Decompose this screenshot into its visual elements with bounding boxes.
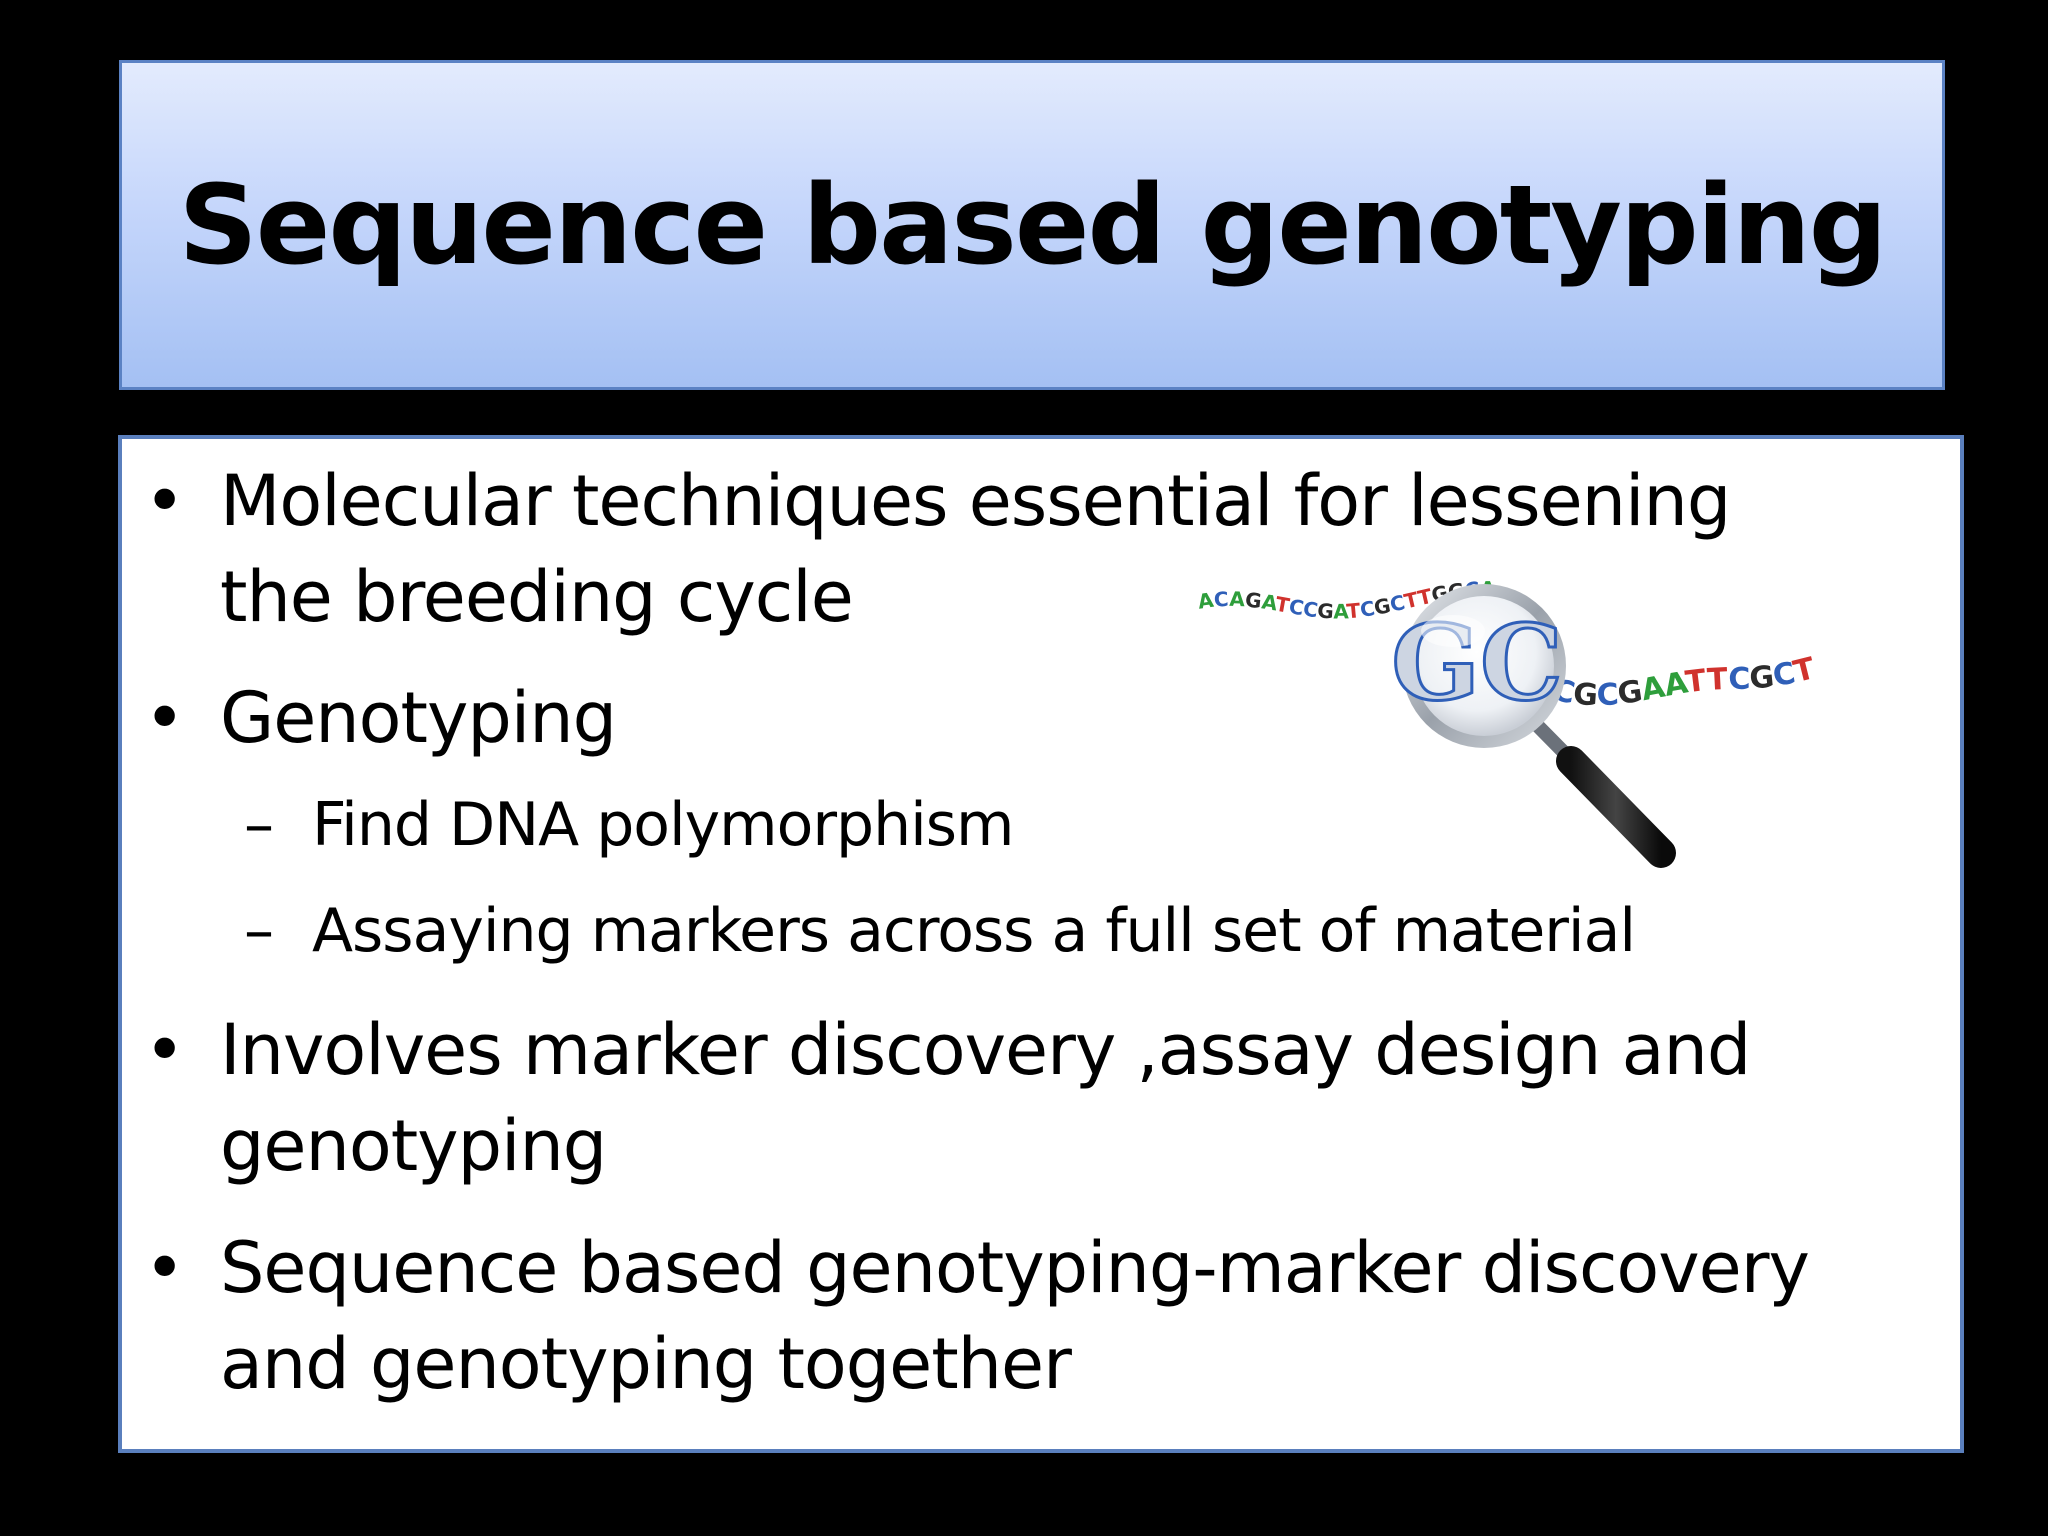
magnifier-lens: GC xyxy=(1390,584,1566,748)
title-banner: Sequence based genotyping xyxy=(119,60,1945,390)
dna-base: A xyxy=(1229,587,1246,612)
bullet-text-line: Involves marker discovery ,assay design … xyxy=(220,1009,1751,1091)
dna-illustration-svg: ACAGATCCGATCGCTTGGCA CGCGAATTCGCT GC xyxy=(1196,577,1819,868)
sub-bullet-text: Find DNA polymorphism xyxy=(312,790,1014,860)
dna-base: T xyxy=(1683,663,1708,700)
dna-base: G xyxy=(1372,593,1393,620)
dna-base: T xyxy=(1416,584,1435,611)
bullet-text-line: Sequence based genotyping-marker discove… xyxy=(220,1227,1810,1309)
bullet-item: • Sequence based genotyping-marker disco… xyxy=(122,1220,1810,1412)
sub-bullet-text: Assaying markers across a full set of ma… xyxy=(312,896,1636,966)
dna-base: G xyxy=(1317,598,1335,623)
dna-sequence-right: CGCGAATTCGCT xyxy=(1549,651,1819,713)
dna-base: G xyxy=(1244,587,1263,613)
dna-base: G xyxy=(1615,674,1645,712)
dna-base: C xyxy=(1213,587,1229,612)
bullet-marker: • xyxy=(144,1227,185,1309)
dna-base: C xyxy=(1287,594,1306,620)
bullet-item: • Involves marker discovery ,assay desig… xyxy=(122,1002,1751,1194)
dash-marker: – xyxy=(244,896,274,966)
sub-bullet-item: – Find DNA polymorphism xyxy=(122,785,1014,865)
dna-base: G xyxy=(1572,677,1599,714)
dna-base: A xyxy=(1333,599,1349,623)
bullet-marker: • xyxy=(144,677,185,759)
dna-base: A xyxy=(1260,589,1280,615)
dna-base: C xyxy=(1302,597,1320,623)
dash-marker: – xyxy=(244,790,274,860)
dna-base: A xyxy=(1196,588,1215,614)
bullet-text-line: and genotyping together xyxy=(220,1323,1072,1405)
lens-letters: GC xyxy=(1391,601,1563,724)
dna-base: C xyxy=(1596,677,1620,713)
dna-sequence-right-text: CGCGAATTCGCT xyxy=(1549,651,1819,713)
bullet-text-line: Genotyping xyxy=(220,677,617,759)
bullet-item: • Genotyping xyxy=(122,670,617,766)
dna-base: T xyxy=(1402,587,1421,614)
dna-base: T xyxy=(1346,598,1362,623)
bullet-text-line: Molecular techniques essential for lesse… xyxy=(220,460,1731,542)
dna-base: C xyxy=(1388,590,1407,617)
content-box: • Molecular techniques essential for les… xyxy=(118,435,1964,1453)
bullet-text-line: the breeding cycle xyxy=(220,556,854,638)
dna-base: T xyxy=(1706,662,1729,698)
slide-title: Sequence based genotyping xyxy=(178,161,1888,289)
bullet-marker: • xyxy=(144,460,185,542)
dna-base: G xyxy=(1748,659,1776,696)
dna-base: C xyxy=(1728,662,1751,698)
dna-base: C xyxy=(1358,596,1376,622)
dna-base: T xyxy=(1274,592,1292,618)
magnifying-glass-dna-icon: ACAGATCCGATCGCTTGGCA CGCGAATTCGCT GC xyxy=(1191,539,2031,879)
magnifier-handle xyxy=(1524,712,1676,868)
bullet-item: • Molecular techniques essential for les… xyxy=(122,453,1731,645)
sub-bullet-item: – Assaying markers across a full set of … xyxy=(122,891,1636,971)
bullet-marker: • xyxy=(144,1009,185,1091)
bullet-text-line: genotyping xyxy=(220,1105,607,1187)
